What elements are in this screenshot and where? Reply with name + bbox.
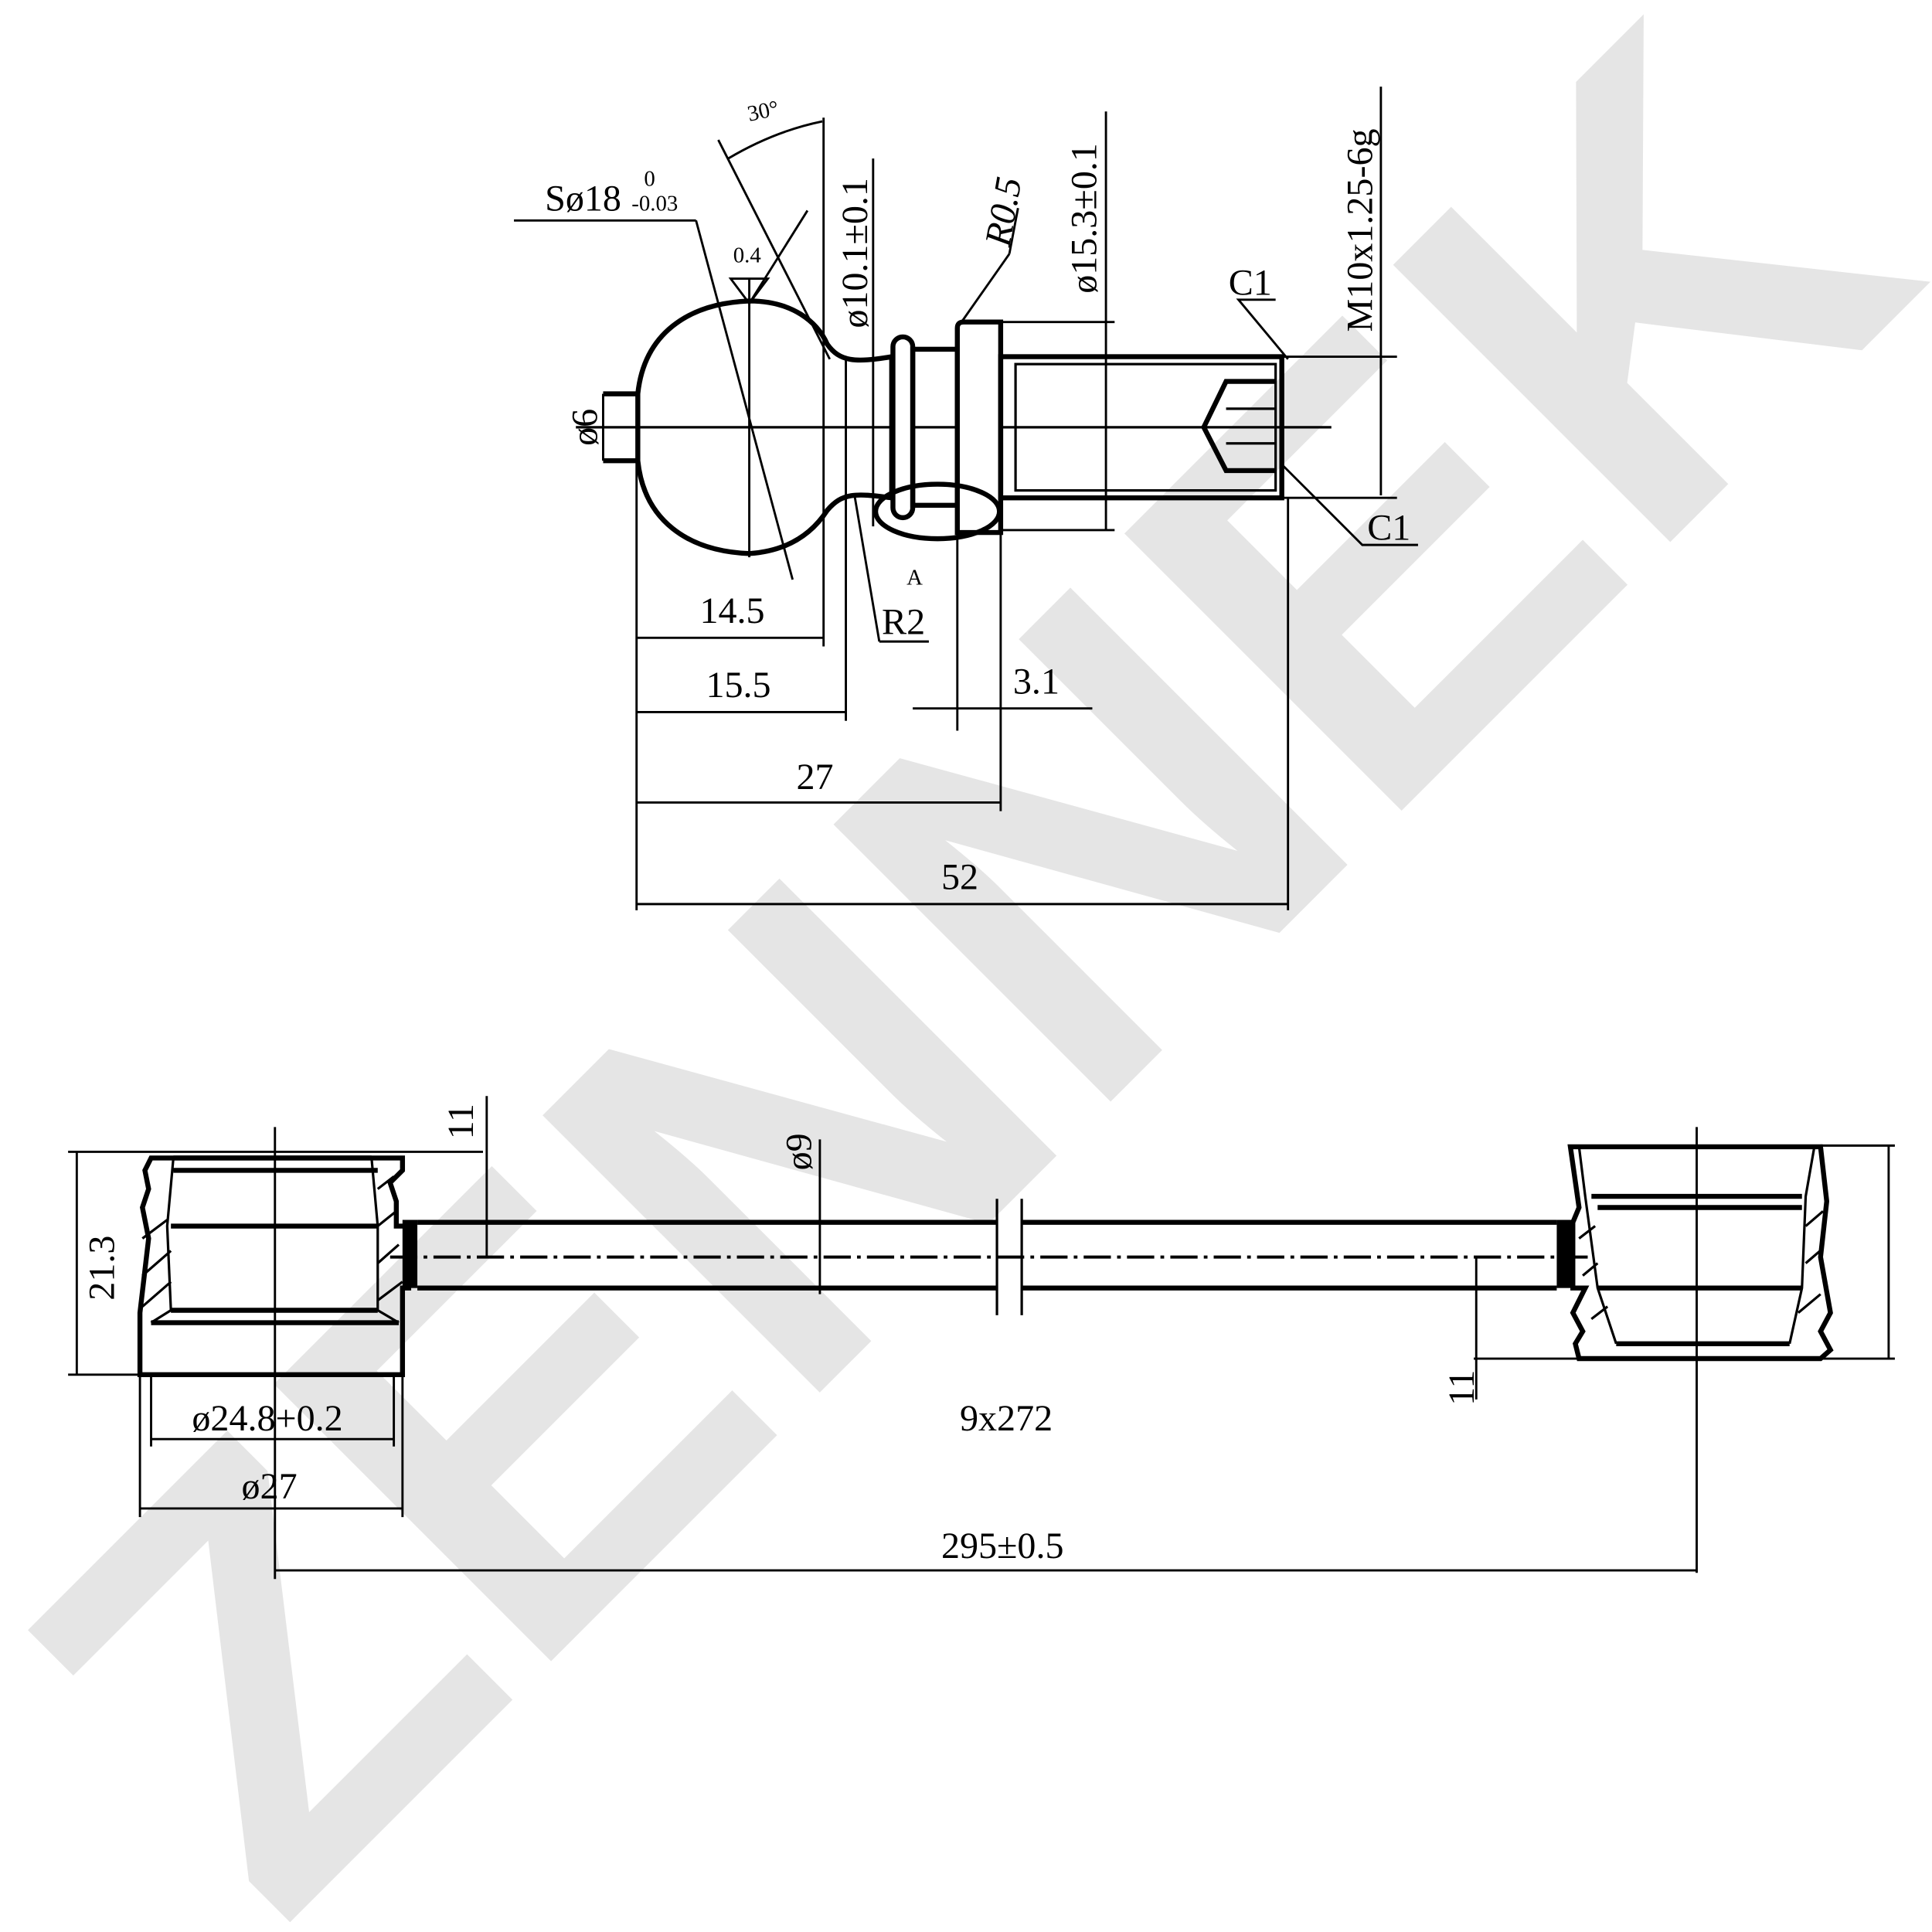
fillet-r2-label: R2	[882, 602, 925, 643]
rod-diameter-label: ø9	[779, 1133, 820, 1170]
offset-right-label: 11	[1441, 1370, 1482, 1406]
hex-socket	[1201, 379, 1276, 474]
detail-a-label: A	[906, 565, 923, 590]
total-length-label: 295±0.5	[941, 1526, 1064, 1566]
dim-14-5: 14.5	[699, 590, 764, 631]
fillet-r05-label: R0.5	[978, 174, 1030, 250]
angle-label: 30°	[745, 96, 781, 127]
right-seal	[1556, 1219, 1572, 1288]
rod-spec-label: 9x272	[960, 1398, 1053, 1439]
sphere-tol-upper: 0	[644, 166, 655, 191]
neck-diameter-label: ø10.1±0.1	[835, 178, 876, 328]
flat-diameter-label: ø6	[564, 409, 605, 446]
dim-52: 52	[941, 857, 978, 898]
left-seal	[402, 1219, 418, 1288]
outer-diameter-label: ø27	[242, 1466, 298, 1507]
flange-diameter-label: ø15.3±0.1	[1063, 143, 1104, 294]
ball-stud-view: Sø18 0 -0.03 30° 0.4 ø6 ø10.1±0.1 R0.5 ø…	[514, 87, 1418, 910]
height-label: 21.3	[81, 1236, 122, 1301]
thread-label: M10x1.25-6g	[1340, 128, 1381, 332]
detail-a-circle	[872, 481, 1002, 542]
chamfer-top-label: C1	[1229, 262, 1272, 303]
sphere-diameter-label: Sø18	[545, 178, 621, 219]
dim-15-5: 15.5	[706, 665, 770, 706]
thread	[998, 354, 1284, 501]
offset-left-label: 11	[440, 1104, 481, 1139]
inner-diameter-label: ø24.8+0.2	[192, 1398, 342, 1439]
sphere-tol-lower: -0.03	[631, 191, 678, 216]
chamfer-bottom-label: C1	[1367, 508, 1410, 549]
dim-3-1: 3.1	[1013, 661, 1060, 702]
flatness-label: 0.4	[733, 243, 761, 268]
link-rod-view: 21.3 11 ø9 11 ø24.8+0.2 ø27 9x272 295±0.…	[68, 1096, 1895, 1580]
dim-27: 27	[796, 757, 833, 798]
